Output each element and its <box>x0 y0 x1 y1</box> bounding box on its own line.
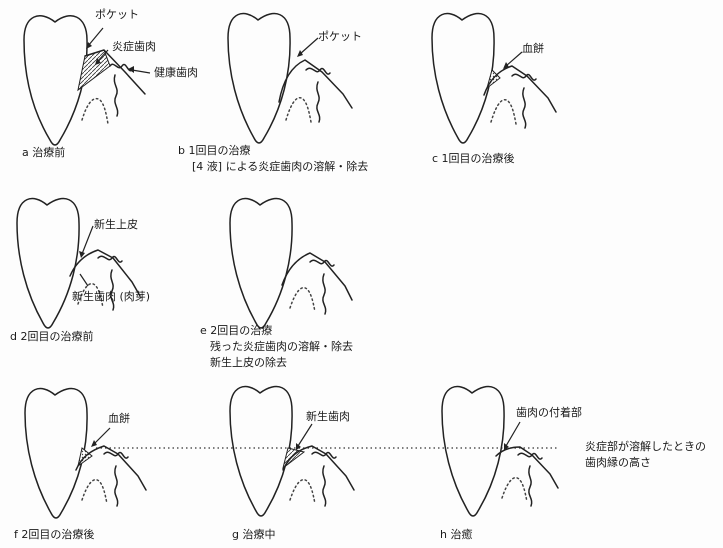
pocket-label-b: ポケット <box>318 30 362 44</box>
gum-line <box>282 253 352 300</box>
bone-line <box>286 98 311 122</box>
bone-line <box>290 288 315 312</box>
panel-e <box>230 199 352 328</box>
gum-wavy-line <box>323 274 326 314</box>
gum-wavy-line <box>114 75 117 116</box>
pocket-arrow <box>88 28 103 46</box>
inflamed-gum-label: 炎症歯肉 <box>112 40 156 54</box>
new-gum-label-g: 新生歯肉 <box>306 410 350 424</box>
panel-f <box>25 389 146 518</box>
inflamed-gum-area <box>78 50 110 90</box>
clot-label-f: 血餅 <box>108 412 130 426</box>
bone-line <box>502 478 527 502</box>
caption-b-line1: b 1回目の治療 <box>178 144 250 158</box>
caption-e-line3: 新生上皮の除去 <box>210 356 287 370</box>
gum-inner-line <box>110 64 132 70</box>
level-note-line1: 炎症部が溶解したときの <box>585 440 706 454</box>
gum-inner-line <box>512 74 536 80</box>
healthy-arrow <box>132 70 150 73</box>
caption-h: h 治癒 <box>440 528 472 542</box>
gum-wavy-line <box>115 466 118 506</box>
gum-wavy-line <box>317 82 320 122</box>
bone-line <box>82 99 108 124</box>
gum-wavy-line <box>323 466 326 506</box>
gum-inner-line <box>310 260 334 266</box>
pocket-arrow <box>300 38 318 54</box>
panel-g <box>230 387 354 516</box>
pocket-label-a: ポケット <box>95 8 139 22</box>
tooth <box>17 199 79 328</box>
attachment-arrow <box>506 422 520 446</box>
clot-label-c: 血餅 <box>522 42 544 56</box>
clot-arrow <box>506 52 522 66</box>
new-gum-arrowhead <box>296 443 301 450</box>
gum-line <box>496 447 558 488</box>
gum-line <box>279 60 352 108</box>
new-gum-arrow <box>80 274 88 286</box>
caption-c: c 1回目の治療後 <box>432 152 515 166</box>
tooth <box>442 387 504 516</box>
panel-c <box>432 14 556 143</box>
bone-line <box>82 480 107 504</box>
caption-f: f 2回目の治療後 <box>14 528 94 542</box>
new-epithelium-label: 新生上皮 <box>94 218 138 232</box>
caption-a: a 治療前 <box>22 146 65 160</box>
healthy-arrowhead <box>128 66 134 73</box>
tooth <box>25 389 87 518</box>
tooth <box>432 14 494 143</box>
caption-b-line2: [4 液] による炎症歯肉の溶解・除去 <box>192 160 368 174</box>
caption-e-line1: e 2回目の治療 <box>200 324 272 338</box>
gum-wavy-line <box>529 466 532 506</box>
bone-line <box>491 100 516 124</box>
tooth <box>24 16 87 145</box>
tooth <box>230 199 292 328</box>
healthy-gum-label: 健康歯肉 <box>154 66 198 80</box>
tooth <box>230 387 292 516</box>
tooth <box>228 14 290 143</box>
caption-d: d 2回目の治療前 <box>10 330 93 344</box>
epithelium-arrow <box>82 226 93 254</box>
bone-line <box>290 480 315 504</box>
clot-arrow <box>94 428 110 444</box>
pocket-arrowhead <box>297 50 303 57</box>
level-note-line2: 歯肉縁の高さ <box>585 456 651 470</box>
gum-wavy-line <box>523 88 526 128</box>
caption-e-line2: 残った炎症歯肉の溶解・除去 <box>210 340 353 354</box>
caption-g: g 治療中 <box>232 528 275 542</box>
attachment-label: 歯肉の付着部 <box>516 406 582 420</box>
new-gum-label-d: 新生歯肉 (肉芽) <box>72 290 150 304</box>
clot-arrowhead <box>91 440 97 447</box>
panel-a <box>24 16 150 145</box>
new-gum-arrow <box>298 424 312 446</box>
